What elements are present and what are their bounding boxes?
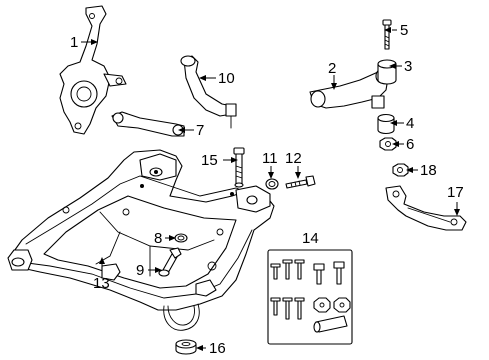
bolt-15 bbox=[233, 147, 245, 188]
washer-11 bbox=[265, 178, 279, 190]
callout-2: 2 bbox=[328, 60, 336, 77]
callout-17: 17 bbox=[447, 184, 464, 201]
bushing-4 bbox=[377, 113, 395, 135]
callout-1: 1 bbox=[70, 34, 78, 51]
callout-12: 12 bbox=[285, 150, 302, 167]
kit-rivet-row-1 bbox=[270, 259, 305, 280]
callout-10: 10 bbox=[218, 70, 235, 87]
leader-lines bbox=[81, 27, 460, 351]
nut-6 bbox=[379, 137, 397, 151]
kit-nut-row-2 bbox=[313, 297, 351, 313]
kit-compound-tube bbox=[313, 315, 348, 333]
callout-13: 13 bbox=[93, 275, 110, 292]
callout-7: 7 bbox=[196, 122, 204, 139]
bushing bbox=[377, 59, 397, 85]
front-subframe bbox=[7, 149, 275, 331]
nut-18 bbox=[392, 163, 409, 177]
upper-control-link bbox=[180, 55, 237, 129]
callout-5: 5 bbox=[400, 22, 408, 39]
hardware-kit bbox=[267, 249, 353, 345]
callout-8: 8 bbox=[154, 230, 162, 247]
kit-rivet-row-2 bbox=[270, 297, 305, 320]
callout-18: 18 bbox=[420, 162, 437, 179]
kit-bolt-row-1 bbox=[313, 261, 345, 285]
callout-15: 15 bbox=[201, 152, 218, 169]
insulator-16 bbox=[175, 339, 197, 355]
bolt-9 bbox=[158, 247, 182, 277]
bolt-5 bbox=[382, 19, 392, 50]
callout-4: 4 bbox=[406, 115, 414, 132]
stabilizer-link bbox=[385, 185, 467, 231]
callout-11: 11 bbox=[262, 150, 278, 167]
steering-knuckle bbox=[59, 5, 127, 135]
bolt-12 bbox=[285, 175, 316, 189]
callout-9: 9 bbox=[136, 262, 144, 279]
lower-link bbox=[111, 111, 185, 137]
callout-3: 3 bbox=[404, 58, 412, 75]
grommet-8 bbox=[174, 233, 188, 243]
upper-control-arm bbox=[309, 68, 389, 109]
callout-16: 16 bbox=[209, 340, 226, 357]
callout-14: 14 bbox=[302, 230, 319, 247]
callout-labels: 1 2 3 4 5 6 7 8 9 10 11 12 13 14 15 16 1… bbox=[70, 22, 464, 357]
callout-6: 6 bbox=[406, 136, 414, 153]
